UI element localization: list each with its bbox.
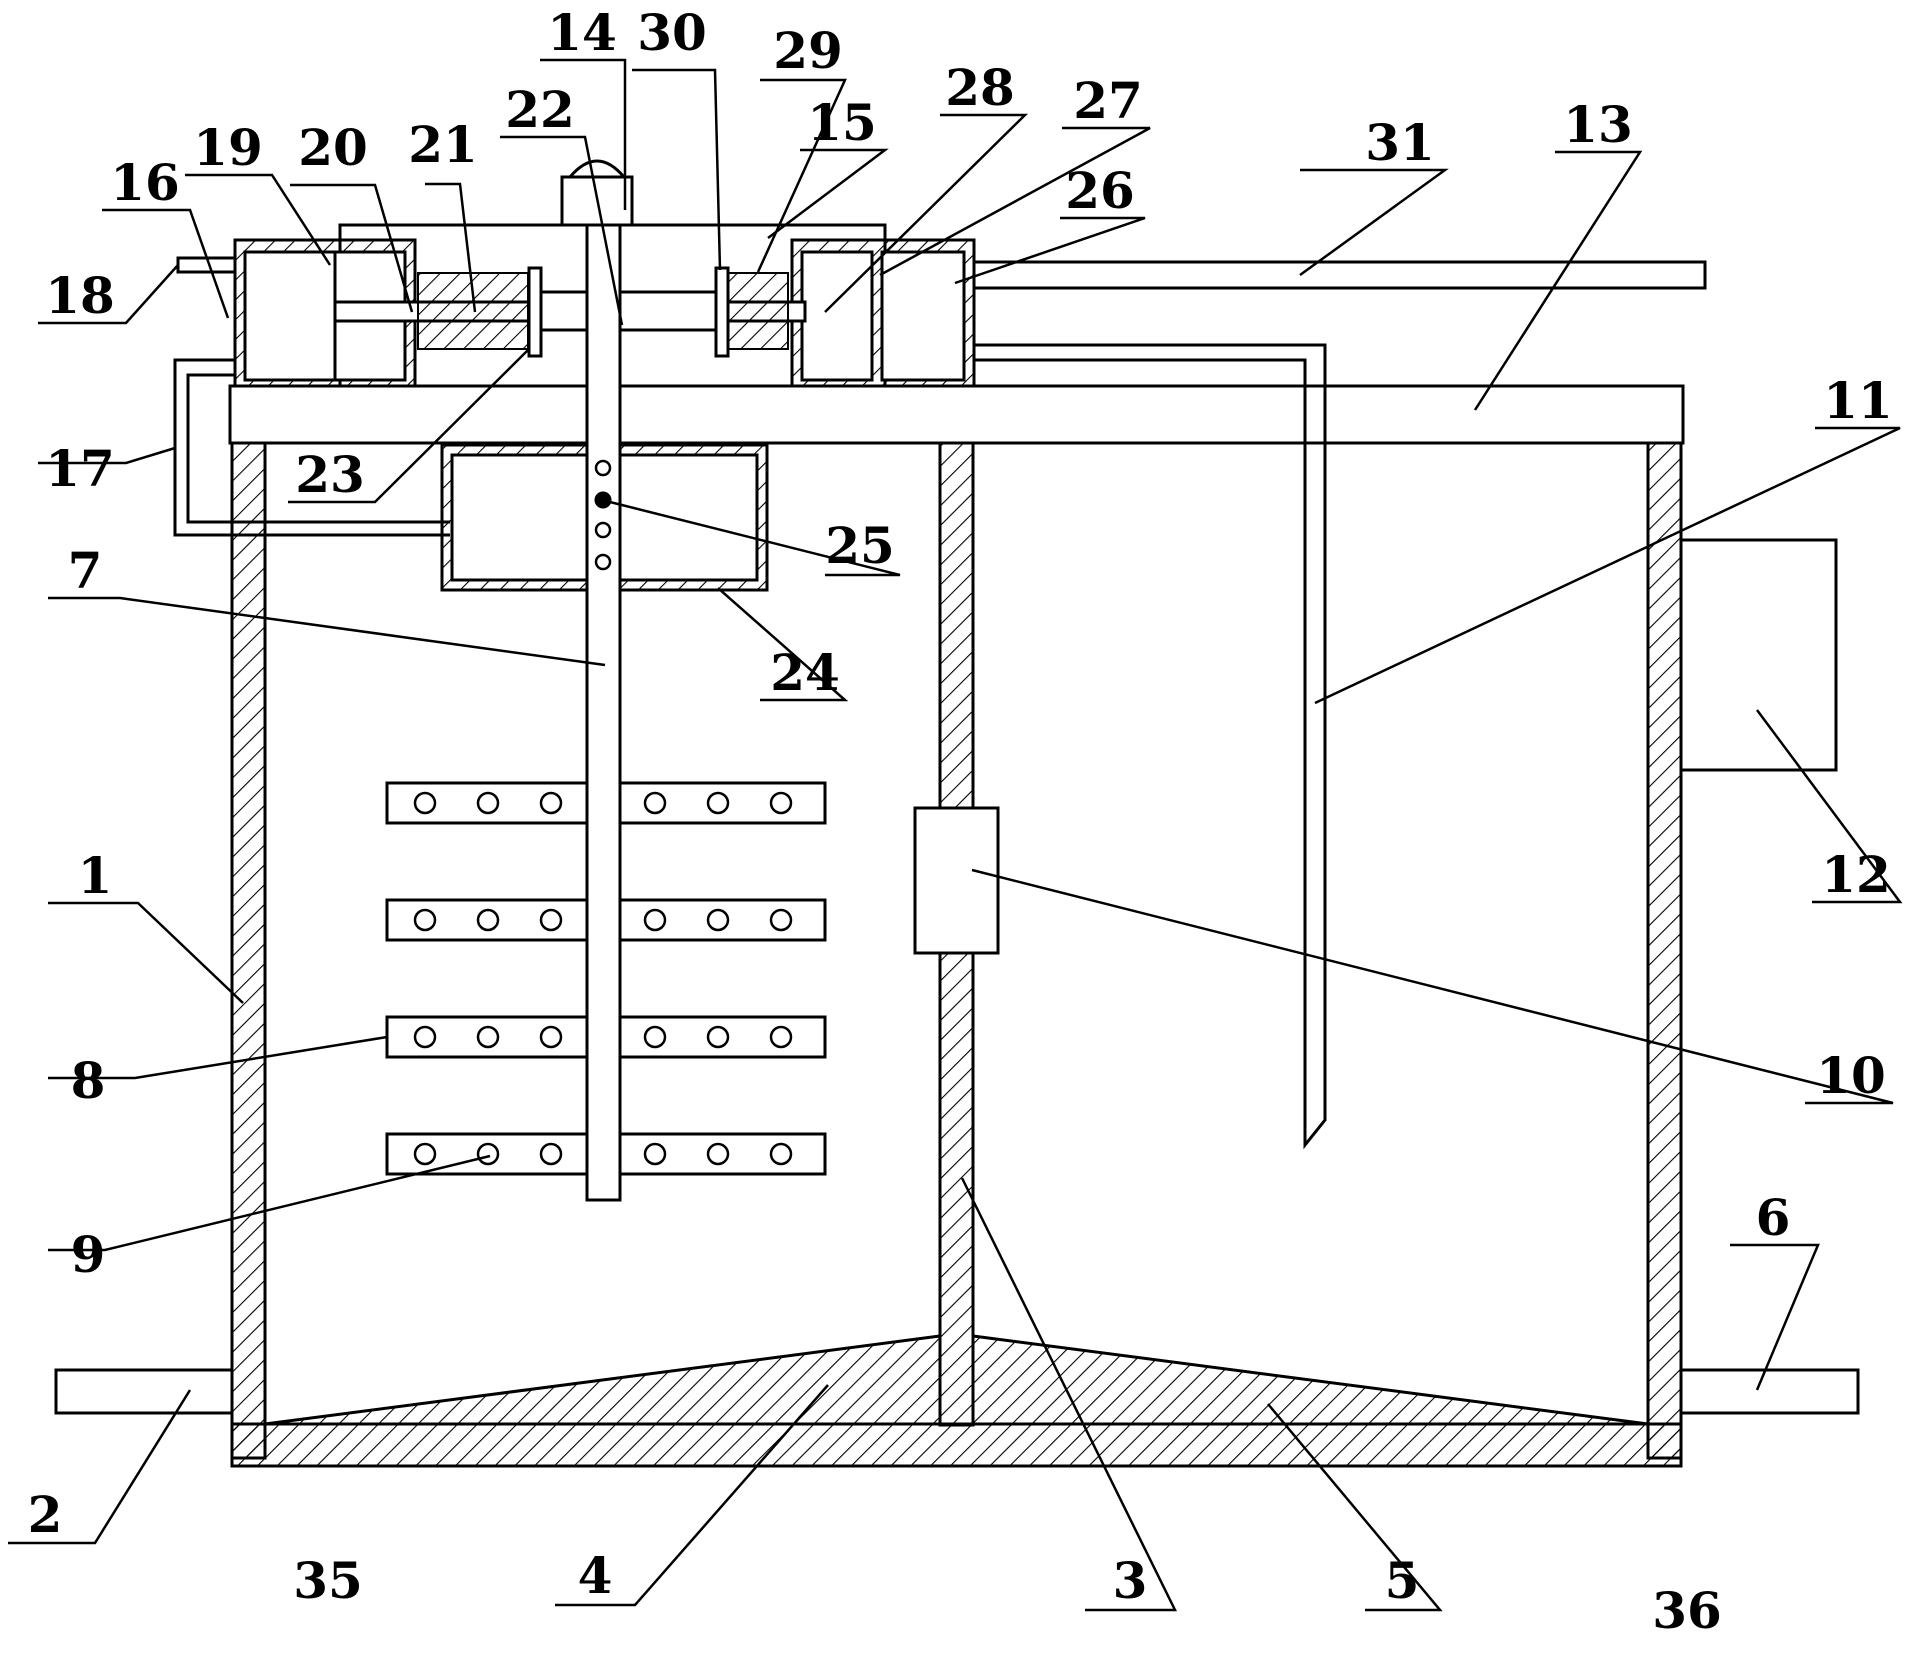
label-1: 1 [78,846,113,905]
right-piston [800,250,874,382]
feed-pipe [974,343,1327,1150]
label-14: 14 [547,3,617,62]
bottom-plate [230,1422,1683,1468]
label-36: 36 [1652,1581,1722,1640]
right-slope-bottom [971,1334,1649,1426]
label-21: 21 [408,115,478,174]
label-5: 5 [1385,1551,1420,1610]
motor-cap [566,159,628,179]
right-outlet-pipe [1679,1368,1860,1415]
label-9: 9 [71,1225,106,1284]
label-24: 24 [770,643,840,702]
shaft-hole [594,553,612,571]
label-29: 29 [773,21,843,80]
shaft-hole [594,521,612,539]
right-spring [727,272,789,350]
side-control-box [1681,538,1838,772]
leader-lines [8,58,1903,1612]
left-slope-bottom [264,1334,942,1426]
outlet-line [974,260,1707,290]
shaft-hole [594,459,612,477]
label-26: 26 [1065,161,1135,220]
return-pipe [173,358,450,537]
label-17: 17 [45,439,115,498]
label-28: 28 [945,58,1015,117]
stirring-blade [385,1132,827,1176]
left-stop-plate [527,266,543,358]
label-22: 22 [505,80,575,139]
stirring-shaft [585,223,622,1202]
cam-block [539,290,718,332]
right-stop-plate [714,266,730,358]
label-8: 8 [71,1051,106,1110]
label-31: 31 [1365,113,1435,172]
right-cylinder-inner [880,250,966,382]
stirring-blade [385,898,827,942]
label-15: 15 [807,93,877,152]
label-6: 6 [1756,1188,1791,1247]
label-3: 3 [1113,1551,1148,1610]
label-4: 4 [578,1546,613,1605]
left-cylinder-inner [243,250,337,382]
label-20: 20 [298,118,368,177]
stirring-assembly [385,223,827,1202]
label-13: 13 [1563,95,1633,154]
label-11: 11 [1823,371,1893,430]
top-mechanism [173,159,1707,1150]
left-outlet-pipe [54,1368,234,1415]
stirring-blade [385,1015,827,1059]
lid-plate [228,384,1685,445]
left-wall [230,441,267,1460]
right-wall [1646,441,1683,1460]
left-spring [417,272,529,350]
reference-labels: 1 2 3 4 5 6 7 8 9 10 11 12 13 14 15 16 1… [28,3,1893,1640]
label-12: 12 [1821,845,1891,904]
label-30: 30 [637,3,707,62]
label-25: 25 [825,516,895,575]
tank-body [228,384,1685,1468]
label-23: 23 [295,445,365,504]
label-16: 16 [110,153,180,212]
label-10: 10 [1816,1046,1886,1105]
label-27: 27 [1073,71,1143,130]
label-18: 18 [45,266,115,325]
label-7: 7 [68,541,103,600]
partition-valve [913,806,1000,955]
label-35: 35 [293,1551,363,1610]
label-2: 2 [28,1485,63,1544]
label-19: 19 [193,118,263,177]
stirring-blade [385,781,827,825]
